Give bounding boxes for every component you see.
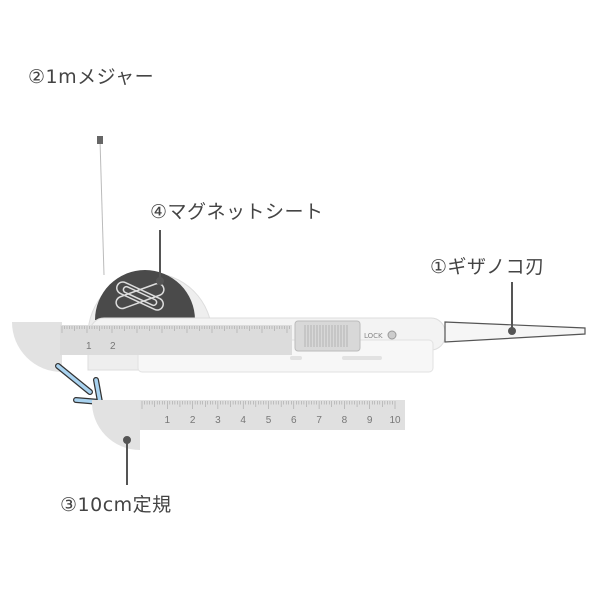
ruler-number: 9: [367, 415, 373, 426]
label-ruler-10cm: ③10cm定規: [60, 494, 172, 516]
ruler-number: 1: [86, 341, 92, 352]
paperclip-icon: [115, 281, 165, 311]
lock-button[interactable]: [387, 330, 397, 340]
leader-lines: [123, 230, 516, 485]
ruler-number: 2: [110, 341, 116, 352]
ruler-number: 5: [266, 415, 272, 426]
ruler-number: 4: [240, 415, 246, 426]
ruler-number: 10: [389, 415, 401, 426]
ruler-number: 8: [342, 415, 348, 426]
ruler-holder: [12, 322, 62, 372]
ruler-number: 7: [316, 415, 322, 426]
ruler-number: 6: [291, 415, 297, 426]
ruler-number: 2: [190, 415, 196, 426]
ruler-number: 3: [215, 415, 221, 426]
label-magnet-sheet: ④マグネットシート: [150, 201, 324, 223]
ruler-10cm: [140, 400, 405, 430]
lock-label: LOCK: [364, 332, 383, 340]
upper-ruler-strip: [60, 325, 292, 355]
tape-measure-leader: [97, 136, 105, 276]
ruler-10cm-holder: [91, 400, 140, 451]
label-serrated-blade: ①ギザノコ刃: [430, 256, 545, 278]
label-tape-measure: ②1mメジャー: [28, 66, 155, 88]
ruler-number: 1: [165, 415, 171, 426]
arrow-icon: [55, 363, 103, 405]
